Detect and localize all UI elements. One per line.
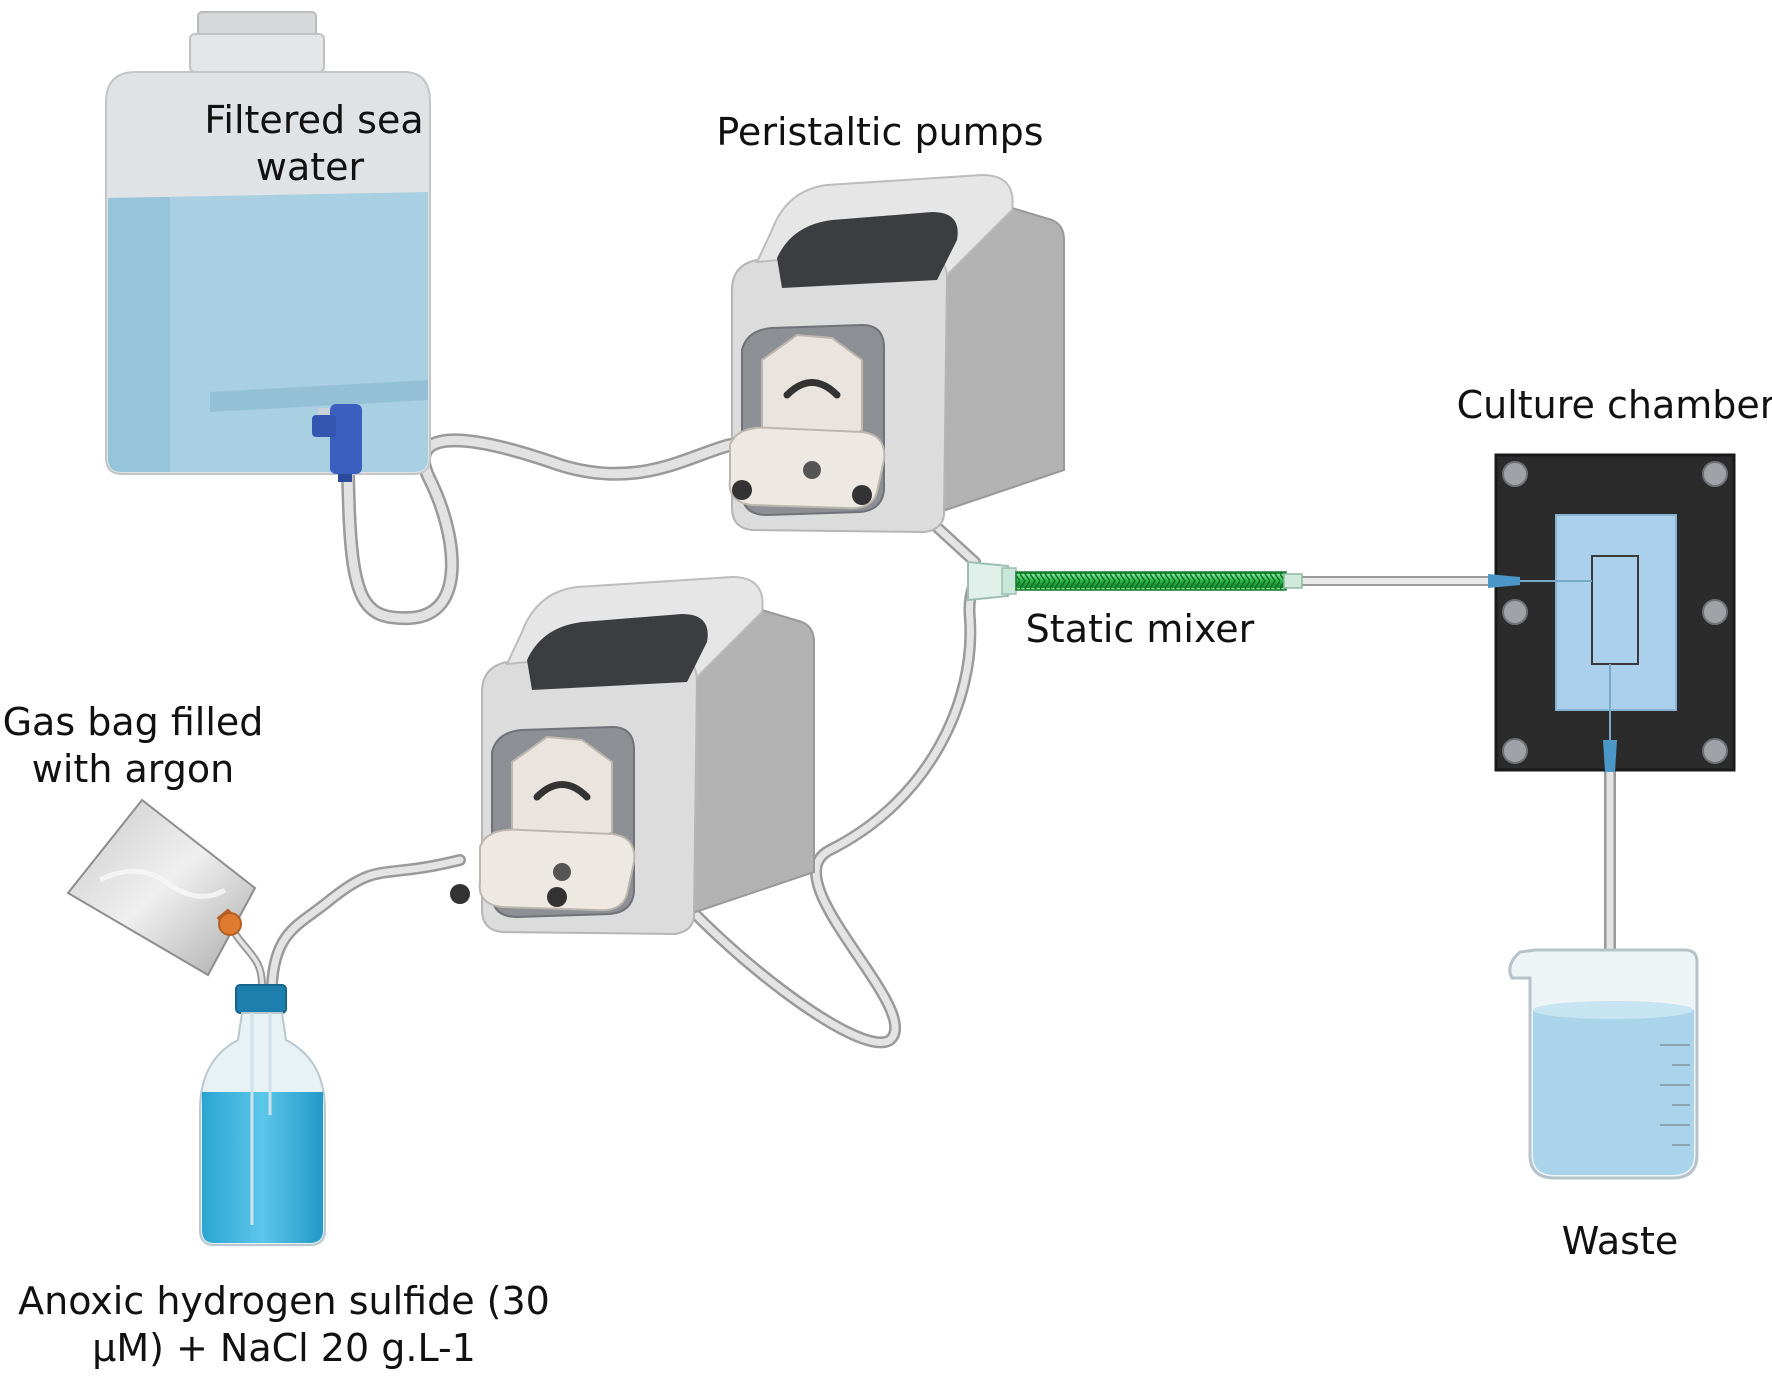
pumps-label: Peristaltic pumps — [716, 110, 1043, 154]
tubing — [232, 433, 1616, 1049]
beaker-icon — [1508, 948, 1699, 1180]
gas-bag-label-2: with argon — [32, 747, 234, 791]
carboy-icon — [105, 11, 431, 482]
culture-chamber-icon — [1488, 453, 1736, 772]
gas-bag-label-1: Gas bag filled — [3, 700, 264, 744]
peristaltic-pump-icon — [728, 173, 1065, 534]
seawater-label-1: Filtered sea — [204, 98, 423, 142]
culture-chamber-label: Culture chamber — [1457, 383, 1772, 427]
sulfide-label-2: µM) + NaCl 20 g.L-1 — [92, 1326, 476, 1370]
static-mixer-label: Static mixer — [1026, 607, 1255, 651]
sulfide-label-1: Anoxic hydrogen sulfide (30 — [18, 1279, 550, 1323]
static-mixer-icon — [967, 560, 1303, 602]
gas-bag-icon — [66, 798, 257, 977]
seawater-label-2: water — [256, 145, 365, 189]
peristaltic-pump-icon — [450, 575, 815, 936]
media-bottle-icon — [199, 984, 326, 1246]
waste-label: Waste — [1562, 1219, 1679, 1263]
